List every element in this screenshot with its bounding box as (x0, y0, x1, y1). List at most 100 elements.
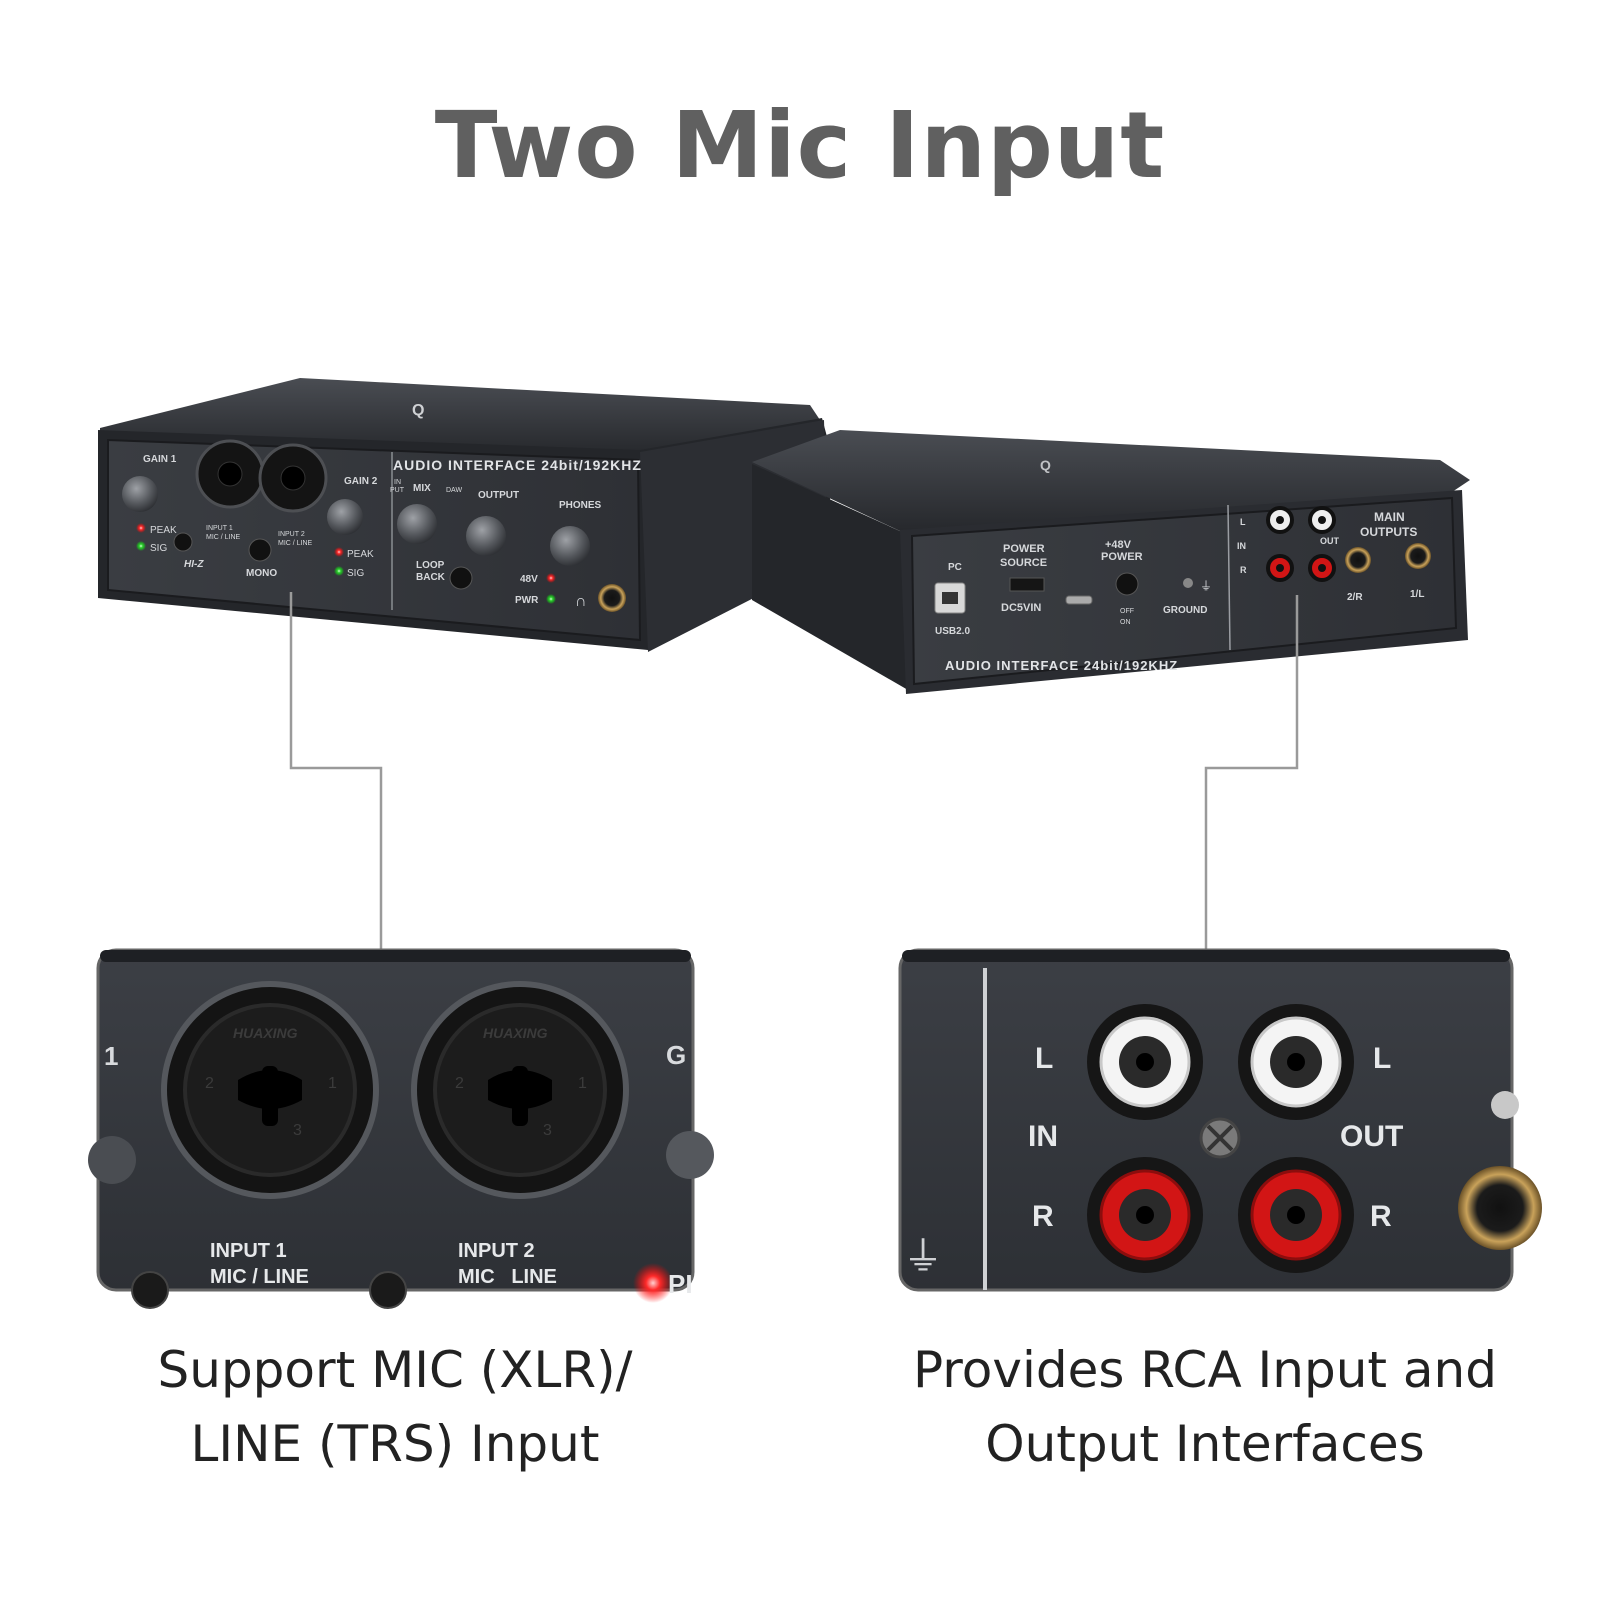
label-hiz: HI-Z (184, 559, 204, 570)
sig1-led (136, 541, 146, 551)
label-mix-in: IN (394, 479, 401, 486)
label-mix: MIX (413, 483, 431, 494)
zoom-xlr1-pin3: 3 (293, 1122, 302, 1139)
zoom-hiz-button[interactable] (131, 1271, 169, 1309)
zoom-main-output-jack[interactable] (1458, 1166, 1542, 1250)
mono-button[interactable] (248, 538, 272, 562)
zoom-panel-xlr: 1 G HUAXING 2 1 3 HUAXING 2 1 3 INPUT 1 … (88, 948, 714, 1309)
zoom-mono-button[interactable] (369, 1271, 407, 1309)
hiz-button[interactable] (173, 532, 193, 552)
zoom-xlr2-pin2: 2 (455, 1075, 464, 1092)
label-48v-power2: POWER (1101, 551, 1143, 563)
label-sig2: SIG (347, 568, 364, 579)
power-source-switch[interactable] (1009, 577, 1045, 592)
zoom-xlr1-brand: HUAXING (233, 1025, 298, 1041)
peak1-led (136, 523, 146, 533)
label-rca-l: L (1240, 517, 1246, 527)
led-48v (546, 573, 556, 583)
zoom-xlr1-pin1: 1 (328, 1075, 337, 1092)
zoom-label-input1-sub: MIC / LINE (210, 1266, 309, 1288)
back-interface-label: AUDIO INTERFACE 24bit/192KHZ (945, 658, 1178, 673)
label-outputs: OUTPUTS (1360, 525, 1417, 539)
caption-left-line2: LINE (TRS) Input (190, 1415, 600, 1473)
zoom-xlr2-pin1: 1 (578, 1075, 587, 1092)
caption-right-line1: Provides RCA Input and (913, 1341, 1497, 1399)
loopback-button[interactable] (449, 566, 473, 590)
back-device: Q PC USB2.0 POWER SOURCE DC5VIN +48V POW… (752, 430, 1470, 694)
label-power-source: POWER (1003, 543, 1045, 555)
phones-jack[interactable] (598, 584, 626, 612)
label-48v-power: +48V (1105, 539, 1132, 551)
caption-right: Provides RCA Input and Output Interfaces (880, 1333, 1530, 1481)
front-interface-label: AUDIO INTERFACE 24bit/192KHZ (393, 457, 642, 473)
callout-line-left (289, 592, 383, 950)
zoom-label-r-in: R (1032, 1200, 1054, 1233)
zoom-panel-rca: ⏚ L IN R L OUT R (898, 948, 1542, 1292)
label-peak2: PEAK (347, 549, 374, 560)
label-dc5vin: DC5VIN (1001, 602, 1041, 614)
label-output: OUTPUT (478, 490, 519, 501)
label-input2: INPUT 2 (278, 531, 305, 538)
label-back: BACK (416, 572, 446, 583)
main-out-r-jack[interactable] (1345, 547, 1371, 573)
label-off: OFF (1120, 608, 1134, 615)
label-pwr: PWR (515, 595, 539, 606)
led-pwr (546, 594, 556, 604)
label-gain2: GAIN 2 (344, 476, 378, 487)
label-1l: 1/L (1410, 589, 1424, 600)
label-ground: GROUND (1163, 605, 1207, 616)
back-brand-logo: Q (1040, 457, 1051, 473)
zoom-xlr2-brand: HUAXING (483, 1025, 548, 1041)
callout-line-right (1204, 595, 1299, 950)
ground-icon: ⏚ (1200, 579, 1212, 593)
label-main: MAIN (1374, 510, 1405, 524)
zoom-xlr1-pin2: 2 (205, 1075, 214, 1092)
zoom-gain1-knob-edge (88, 1136, 136, 1184)
front-device: Q GAIN 1 PEAK SIG HI-Z INPUT 1 MIC / LIN… (98, 378, 830, 652)
zoom-label-out: OUT (1340, 1120, 1403, 1153)
phones-knob[interactable] (550, 526, 590, 566)
caption-left: Support MIC (XLR)/ LINE (TRS) Input (100, 1333, 690, 1481)
sig2-led (334, 566, 344, 576)
phantom-power-button[interactable] (1115, 572, 1139, 596)
zoom-label-input2-sub: MIC LINE (458, 1266, 557, 1288)
zoom-gain2-knob-edge (666, 1131, 714, 1179)
label-mono: MONO (246, 568, 277, 579)
zoom-label-r-out: R (1370, 1200, 1392, 1233)
label-rca-in: IN (1237, 541, 1246, 551)
zoom-peak-led (633, 1263, 673, 1303)
zoom-right-edge-label: G (666, 1040, 686, 1070)
zoom-label-l-out: L (1373, 1042, 1391, 1075)
label-rca-r: R (1240, 565, 1247, 575)
label-mix-daw: DAW (446, 487, 462, 494)
brand-logo: Q (412, 402, 424, 419)
zoom-left-edge-label: 1 (104, 1041, 118, 1071)
headphones-icon: ∩ (575, 593, 587, 610)
zoom-label-input1: INPUT 1 (210, 1240, 287, 1262)
label-rca-out: OUT (1320, 536, 1340, 546)
label-input1-sub: MIC / LINE (206, 534, 241, 541)
mix-knob[interactable] (397, 504, 437, 544)
gain1-knob[interactable] (122, 476, 158, 512)
caption-right-line2: Output Interfaces (985, 1415, 1425, 1473)
peak2-led (334, 547, 344, 557)
label-pc: PC (948, 562, 962, 573)
page-title: Two Mic Input (434, 92, 1166, 199)
label-48v: 48V (520, 574, 538, 585)
output-knob[interactable] (466, 516, 506, 556)
gain2-knob[interactable] (327, 499, 363, 535)
main-out-l-jack[interactable] (1405, 543, 1431, 569)
label-loop: LOOP (416, 560, 445, 571)
ground-screw[interactable] (1183, 578, 1193, 588)
zoom-peak-partial-label: PI (668, 1269, 693, 1299)
zoom-ground-icon: ⏚ (903, 1235, 943, 1279)
label-on: ON (1120, 619, 1131, 626)
label-peak1: PEAK (150, 525, 177, 536)
micro-usb-port[interactable] (1065, 595, 1093, 605)
label-input2-sub: MIC / LINE (278, 540, 313, 547)
caption-left-line1: Support MIC (XLR)/ (157, 1341, 633, 1399)
label-input1: INPUT 1 (206, 525, 233, 532)
zoom-label-l-in: L (1035, 1042, 1053, 1075)
label-phones: PHONES (559, 500, 602, 511)
